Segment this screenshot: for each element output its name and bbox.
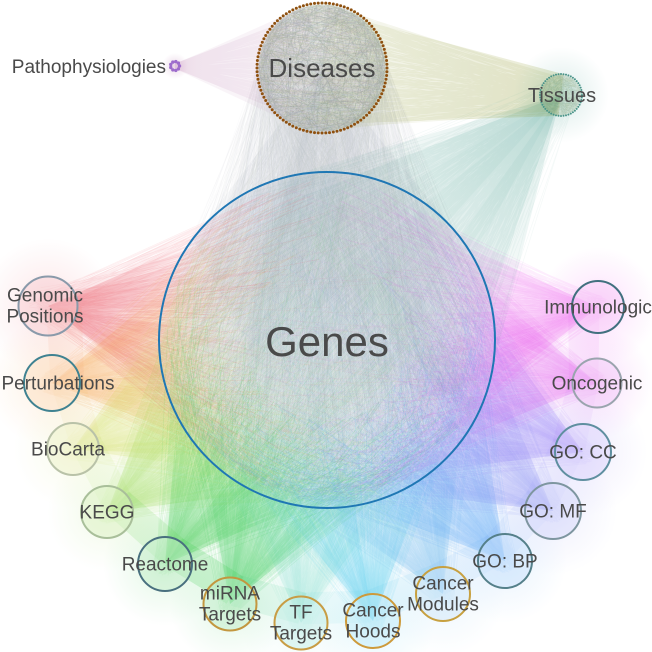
svg-text:Immunologic: Immunologic: [544, 298, 652, 319]
svg-text:GO: CC: GO: CC: [549, 443, 617, 464]
svg-text:Perturbations: Perturbations: [1, 374, 114, 395]
svg-text:BioCarta: BioCarta: [31, 440, 105, 461]
svg-text:KEGG: KEGG: [80, 503, 135, 524]
svg-text:Genes: Genes: [265, 318, 389, 365]
svg-text:Oncogenic: Oncogenic: [552, 374, 643, 395]
svg-text:Targets: Targets: [199, 605, 261, 626]
svg-text:TF: TF: [289, 603, 312, 624]
svg-text:GO: MF: GO: MF: [519, 502, 587, 523]
svg-text:Diseases: Diseases: [269, 53, 376, 83]
svg-text:GO: BP: GO: BP: [472, 552, 537, 573]
svg-text:Pathophysiologies: Pathophysiologies: [12, 57, 166, 78]
svg-text:Tissues: Tissues: [528, 85, 596, 107]
svg-text:Targets: Targets: [270, 624, 332, 645]
svg-text:Hoods: Hoods: [346, 622, 401, 643]
svg-text:Modules: Modules: [407, 595, 479, 616]
svg-text:miRNA: miRNA: [200, 584, 260, 605]
svg-text:Genomic: Genomic: [7, 286, 83, 307]
svg-text:Cancer: Cancer: [412, 574, 474, 595]
svg-text:Reactome: Reactome: [122, 555, 209, 576]
svg-text:Cancer: Cancer: [342, 601, 404, 622]
svg-text:Positions: Positions: [6, 307, 83, 328]
